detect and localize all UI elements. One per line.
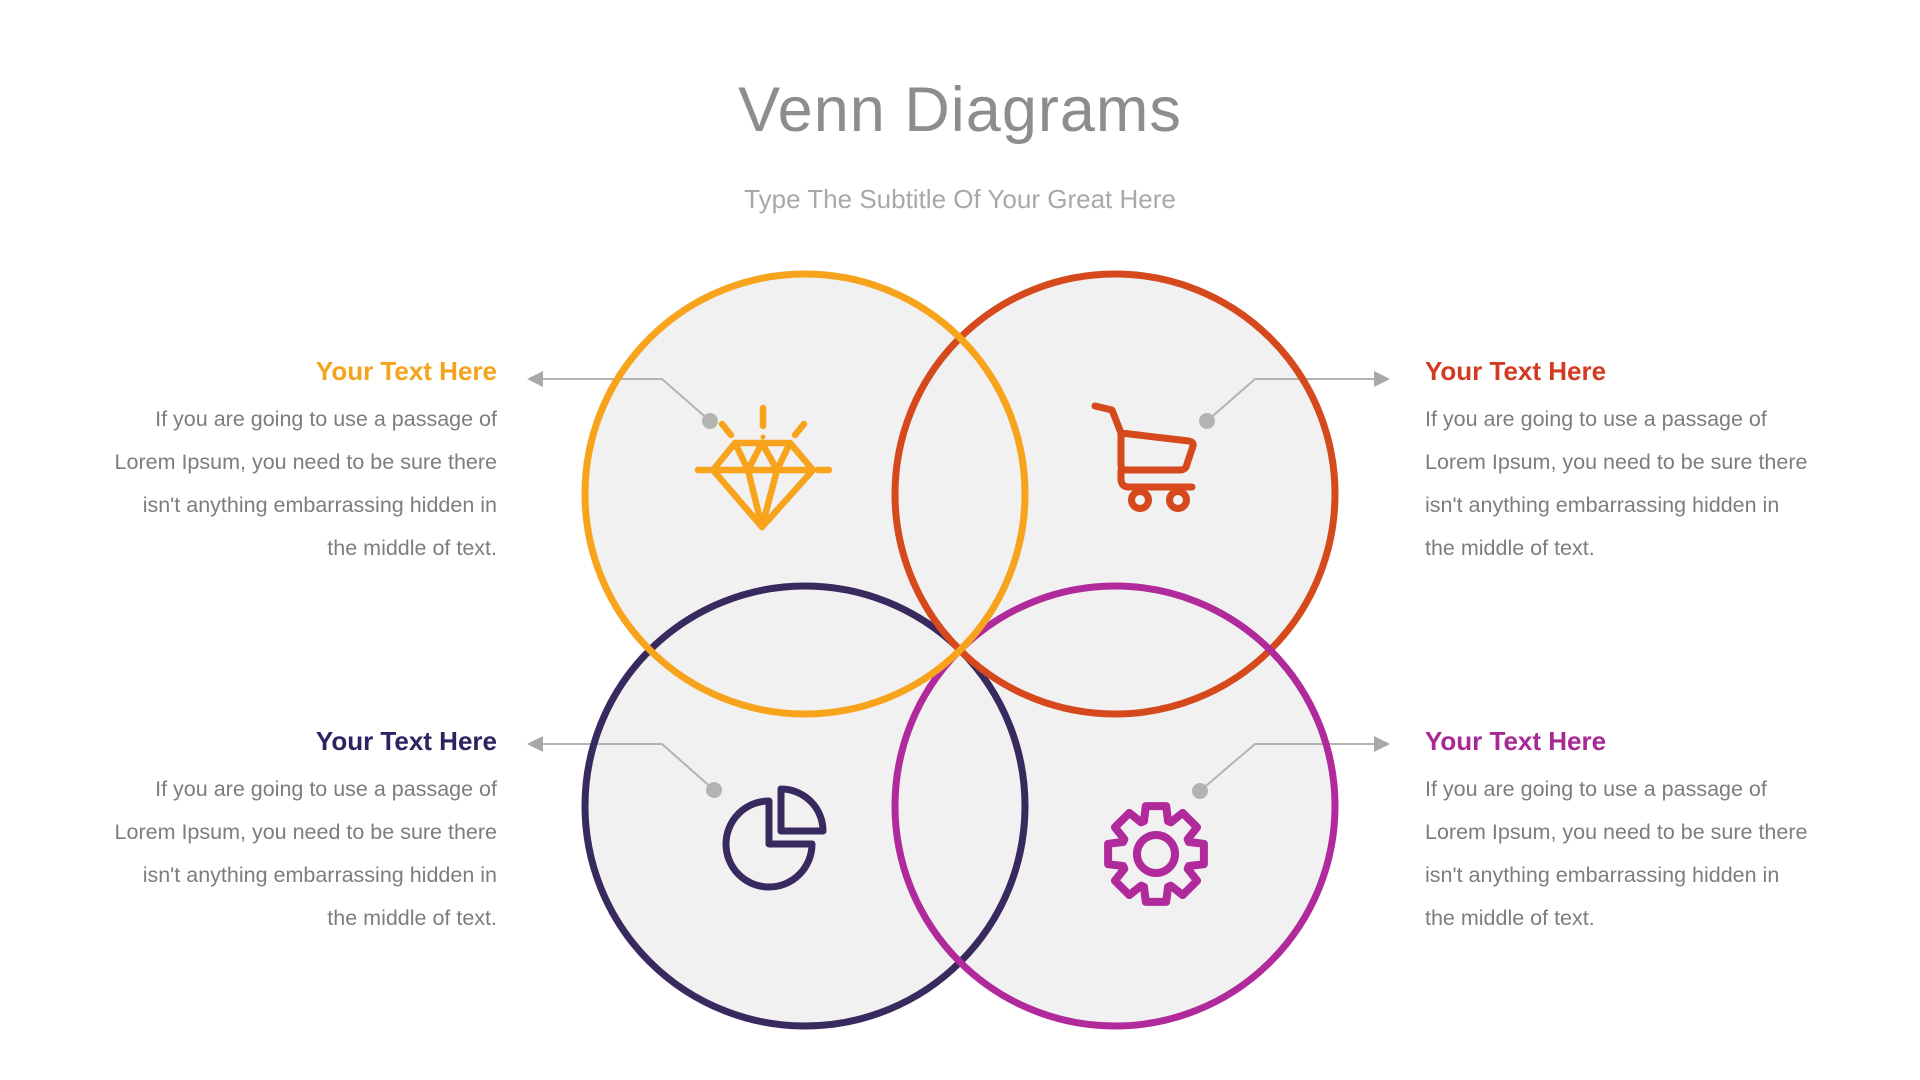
connector-dot-bottom-right xyxy=(1192,783,1208,799)
connector-dot-top-left xyxy=(702,413,718,429)
circle-outline-red xyxy=(891,270,1339,718)
block-body-line: isn't anything embarrassing hidden in xyxy=(142,493,497,517)
block-heading-bottom-right: Your Text Here xyxy=(1425,726,1607,756)
diamond-icon xyxy=(694,404,833,531)
block-body-line: If you are going to use a passage of xyxy=(155,777,497,801)
block-body-line: the middle of text. xyxy=(327,536,497,560)
circle-fill-bottom-left xyxy=(585,586,1025,1026)
block-body-line: isn't anything embarrassing hidden in xyxy=(142,863,497,887)
circle-outline-yellow xyxy=(581,270,1029,718)
page-title: Venn Diagrams xyxy=(738,75,1182,145)
block-body-line: the middle of text. xyxy=(1425,906,1595,930)
arrow-right-top-icon xyxy=(1374,371,1390,387)
gear-hole xyxy=(1133,831,1179,877)
block-body-line: If you are going to use a passage of xyxy=(1425,777,1767,801)
text-block-bottom-left: Your Text Here If you are going to use a… xyxy=(52,724,497,940)
text-block-top-left: Your Text Here If you are going to use a… xyxy=(52,354,497,570)
circle-fill-top-left xyxy=(585,274,1025,714)
connector-dot-top-right xyxy=(1199,413,1215,429)
gear-icon xyxy=(1104,802,1208,906)
connector-line-bottom-right xyxy=(1199,743,1374,792)
gear-outline xyxy=(1104,802,1208,906)
block-body-bottom-right: If you are going to use a passage of Lore… xyxy=(1425,768,1870,940)
connector-dot-bottom-left xyxy=(706,782,722,798)
block-body-top-right: If you are going to use a passage of Lore… xyxy=(1425,398,1870,570)
circle-fill-top-right xyxy=(895,274,1335,714)
block-body-line: Lorem Ipsum, you need to be sure there xyxy=(114,450,497,474)
block-heading-top-right: Your Text Here xyxy=(1425,356,1607,386)
connector-arrowheads xyxy=(527,371,1390,752)
arrow-left-bottom-icon xyxy=(527,736,543,752)
block-body-line: the middle of text. xyxy=(1425,536,1595,560)
block-body-line: If you are going to use a passage of xyxy=(1425,407,1767,431)
block-heading-top-left: Your Text Here xyxy=(315,356,497,386)
circle-fill-bottom-right xyxy=(895,586,1335,1026)
connector-lines xyxy=(543,378,1374,792)
block-body-bottom-left: If you are going to use a passage of Lore… xyxy=(52,768,497,940)
block-body-line: If you are going to use a passage of xyxy=(155,407,497,431)
page-subtitle: Type The Subtitle Of Your Great Here xyxy=(744,184,1176,214)
block-body-line: the middle of text. xyxy=(327,906,497,930)
block-body-top-left: If you are going to use a passage of Lore… xyxy=(52,398,497,570)
arrow-left-top-icon xyxy=(527,371,543,387)
connector-line-top-right xyxy=(1206,378,1374,422)
block-body-line: Lorem Ipsum, you need to be sure there xyxy=(1425,820,1808,844)
circle-outline-navy xyxy=(581,582,1029,1030)
text-block-top-right: Your Text Here If you are going to use a… xyxy=(1425,354,1870,570)
venn-circle-fills xyxy=(585,274,1335,1026)
block-body-line: isn't anything embarrassing hidden in xyxy=(1425,493,1780,517)
connector-dots xyxy=(702,413,1215,799)
venn-circle-outlines xyxy=(581,270,1339,1030)
arrow-right-bottom-icon xyxy=(1374,736,1390,752)
shopping-cart-icon xyxy=(1091,402,1197,512)
block-heading-bottom-left: Your Text Here xyxy=(315,726,497,756)
block-body-line: Lorem Ipsum, you need to be sure there xyxy=(114,820,497,844)
connector-line-bottom-left xyxy=(543,743,715,791)
block-body-line: Lorem Ipsum, you need to be sure there xyxy=(1425,450,1808,474)
pie-chart-icon xyxy=(722,785,827,891)
block-body-line: isn't anything embarrassing hidden in xyxy=(1425,863,1780,887)
text-block-bottom-right: Your Text Here If you are going to use a… xyxy=(1425,724,1870,940)
connector-line-top-left xyxy=(543,378,711,422)
circle-outline-magenta xyxy=(891,582,1339,1030)
